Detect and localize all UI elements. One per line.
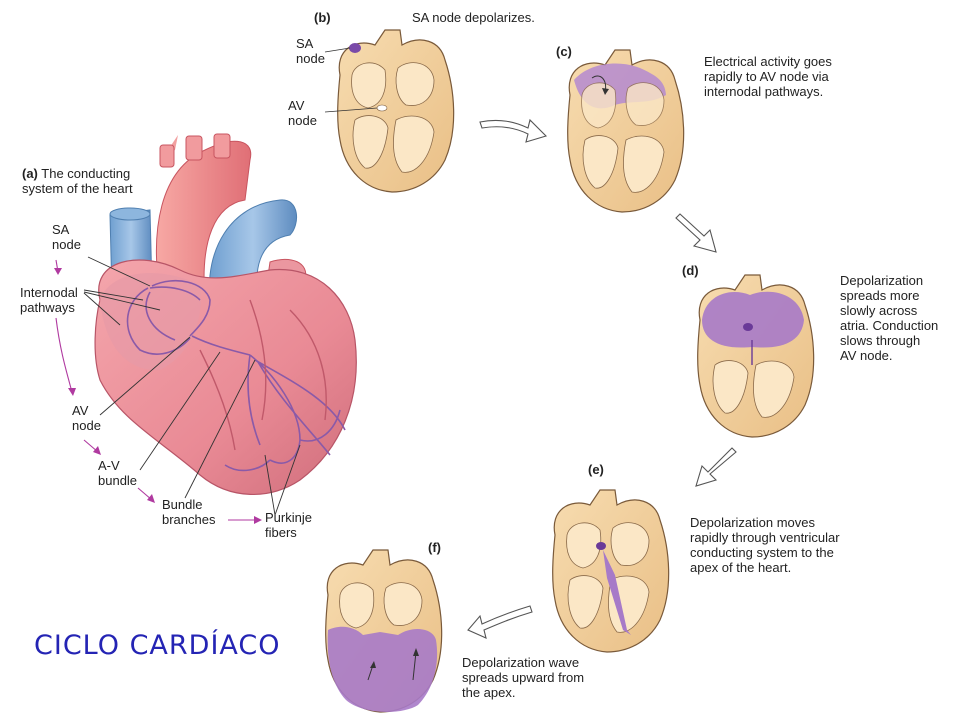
label-sa-node: SA node [52, 222, 81, 252]
heart-section-f [325, 549, 443, 713]
panel-d-caption-line5: slows through [840, 333, 921, 348]
panel-c-caption-line2: rapidly to AV node via [704, 69, 829, 84]
panel-e-caption-line4: apex of the heart. [690, 560, 792, 575]
label-internodal-pathways: Internodal pathways [20, 285, 78, 315]
panel-d-caption-line2: spreads more [840, 288, 920, 303]
flow-arrows [467, 118, 737, 639]
slide-title: CICLO CARDÍACO [34, 630, 281, 661]
panel-f-caption-line1: Depolarization wave [462, 655, 580, 670]
panel-e-letter: (e) [588, 462, 604, 477]
panel-d-caption: Depolarization spreads more slowly acros… [840, 273, 938, 363]
panel-f-caption-line3: the apex. [462, 685, 516, 700]
panel-a-title-line2: system of the heart [22, 181, 133, 196]
heart-section-e [552, 489, 670, 653]
label-purkinje-line1: Purkinje [265, 510, 312, 525]
panel-f-caption-line2: spreads upward from [462, 670, 585, 685]
panel-d-caption-line1: Depolarization [840, 273, 924, 288]
label-sa-node-line1: SA [52, 222, 70, 237]
panel-b-caption: SA node depolarizes. [412, 10, 535, 25]
panel-b-av-label: AV node [288, 98, 317, 128]
label-av-bundle-line2: bundle [98, 473, 138, 488]
panel-b-av-label-line2: node [288, 113, 317, 128]
panel-f-caption: Depolarization wave spreads upward from … [462, 655, 584, 700]
panel-e-caption-line3: conducting system to the [690, 545, 834, 560]
panel-b-letter: (b) [314, 10, 331, 25]
main-heart-illustration [54, 133, 357, 524]
label-internodal-line2: pathways [20, 300, 75, 315]
panel-a-title-line1: The conducting [41, 166, 131, 181]
panel-b-av-label-line1: AV [288, 98, 305, 113]
heart-section-c [567, 49, 685, 213]
label-av-bundle-line1: A-V [98, 458, 120, 473]
panel-d-caption-line6: AV node. [840, 348, 893, 363]
label-bundle-branches-line1: Bundle [162, 497, 203, 512]
label-internodal-line1: Internodal [20, 285, 78, 300]
panel-f-letter: (f) [428, 540, 441, 555]
panel-d-caption-line4: atria. Conduction [840, 318, 939, 333]
panel-d-caption-line3: slowly across [840, 303, 918, 318]
heart-section-b [324, 29, 455, 193]
panel-c-caption: Electrical activity goes rapidly to AV n… [704, 54, 832, 99]
label-sa-node-line2: node [52, 237, 81, 252]
panel-a-letter: (a) [22, 166, 38, 181]
heart-section-d [697, 274, 815, 438]
panel-a-heading: (a) The conducting system of the heart [22, 166, 133, 196]
label-bundle-branches-line2: branches [162, 512, 216, 527]
label-purkinje-fibers: Purkinje fibers [265, 510, 312, 540]
label-av-bundle: A-V bundle [98, 458, 137, 488]
label-purkinje-line2: fibers [265, 525, 297, 540]
label-av-node: AV node [72, 403, 101, 433]
panel-b-sa-label: SA node [296, 36, 325, 66]
panel-c-letter: (c) [556, 44, 572, 59]
panel-b-sa-label-line1: SA [296, 36, 314, 51]
panel-c-caption-line1: Electrical activity goes [704, 54, 832, 69]
panel-d-letter: (d) [682, 263, 699, 278]
panel-c-caption-line3: internodal pathways. [704, 84, 824, 99]
label-av-node-line1: AV [72, 403, 89, 418]
panel-e-caption: Depolarization moves rapidly through ven… [690, 515, 840, 575]
label-av-node-line2: node [72, 418, 101, 433]
panel-e-caption-line1: Depolarization moves [690, 515, 816, 530]
panel-e-caption-line2: rapidly through ventricular [690, 530, 840, 545]
panel-b-sa-label-line2: node [296, 51, 325, 66]
label-bundle-branches: Bundle branches [162, 497, 215, 527]
